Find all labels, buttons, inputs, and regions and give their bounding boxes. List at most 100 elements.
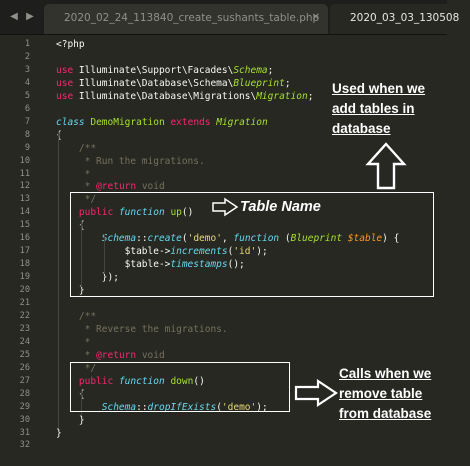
line-number: 18	[19, 259, 30, 270]
tab-label: 2020_02_24_113840_create_sushants_table.…	[64, 12, 320, 24]
code-text[interactable]: * @return void	[78, 181, 165, 193]
code-text[interactable]: use Illuminate\Database\Migrations\Migra…	[56, 90, 314, 102]
line-number: 20	[19, 285, 30, 296]
code-text[interactable]: * @return void	[78, 349, 165, 361]
code-line[interactable]: 29 Schema::dropIfExists('demo');	[0, 401, 447, 414]
tab-demo-migration[interactable]: 2020_03_03_130508	[330, 4, 470, 34]
indent-guide	[81, 390, 82, 415]
code-line[interactable]: 4 use Illuminate\Database\Schema\Blueprin…	[0, 77, 447, 90]
indent-guide	[58, 131, 59, 428]
table-name-arrow-icon	[212, 197, 239, 217]
code-line[interactable]: 14 public function up()	[0, 206, 447, 219]
code-text[interactable]: Schema::dropIfExists('demo');	[101, 401, 268, 413]
code-line[interactable]: 3 use Illuminate\Support\Facades\Schema;	[0, 64, 447, 77]
line-number: 7	[24, 116, 30, 127]
up-method-highlight-box	[70, 192, 434, 297]
code-text[interactable]: class DemoMigration extends Migration	[56, 116, 268, 128]
code-line[interactable]: 5 use Illuminate\Database\Migrations\Migr…	[0, 90, 447, 103]
line-number: 6	[24, 103, 30, 114]
code-text[interactable]: *	[78, 168, 91, 180]
code-line[interactable]: 27 public function down()	[0, 375, 447, 388]
code-line[interactable]: 19 });	[0, 271, 447, 284]
code-text[interactable]: * Run the migrations.	[78, 155, 205, 167]
line-number: 17	[19, 246, 30, 257]
tab-navigation: ◀ ▶	[0, 0, 40, 34]
code-text[interactable]: use Illuminate\Support\Facades\Schema;	[56, 64, 274, 76]
line-number: 5	[24, 90, 30, 101]
code-text[interactable]: });	[56, 272, 119, 284]
indent-guide	[81, 221, 82, 287]
code-text[interactable]: }	[56, 427, 62, 439]
line-number: 13	[19, 194, 30, 205]
code-line[interactable]: 18 $table->timestamps();	[0, 258, 447, 271]
annotation-table-name: Table Name	[240, 199, 321, 215]
code-line[interactable]: 26 */	[0, 362, 447, 375]
line-number: 2	[24, 51, 30, 62]
code-line[interactable]: 23 * Reverse the migrations.	[0, 323, 447, 336]
line-number: 30	[19, 414, 30, 425]
line-number: 28	[19, 388, 30, 399]
code-line[interactable]: 7 class DemoMigration extends Migration	[0, 116, 447, 129]
line-number: 14	[19, 207, 30, 218]
indent-guide	[104, 234, 105, 274]
code-line[interactable]: 10 * Run the migrations.	[0, 155, 447, 168]
code-text[interactable]: /**	[78, 310, 97, 322]
line-number: 15	[19, 220, 30, 231]
code-line[interactable]: 2	[0, 51, 447, 64]
code-line[interactable]: 32	[0, 439, 447, 452]
tab-next-icon[interactable]: ▶	[26, 11, 34, 22]
line-number: 12	[19, 181, 30, 192]
line-number: 8	[24, 129, 30, 140]
code-line[interactable]: 6	[0, 103, 447, 116]
code-line[interactable]: 30 }	[0, 414, 447, 427]
code-text[interactable]: public function down()	[78, 375, 205, 387]
code-line[interactable]: 31}	[0, 427, 447, 440]
code-line[interactable]: 13 */	[0, 193, 447, 206]
code-text[interactable]: /**	[78, 142, 97, 154]
close-icon[interactable]: ✕	[311, 12, 320, 23]
code-line[interactable]: 17 $table->increments('id');	[0, 245, 447, 258]
tab-bar: ◀ ▶ 2020_02_24_113840_create_sushants_ta…	[0, 0, 470, 35]
line-number: 9	[24, 142, 30, 153]
code-text[interactable]: public function up()	[78, 207, 194, 219]
code-line[interactable]: 11 *	[0, 168, 447, 181]
code-text[interactable]: $table->increments('id');	[56, 246, 268, 258]
code-text[interactable]: */	[78, 362, 97, 374]
line-number: 23	[19, 323, 30, 334]
code-text[interactable]: */	[78, 194, 97, 206]
line-number: 32	[19, 440, 30, 451]
line-number: 16	[19, 233, 30, 244]
line-number: 11	[19, 168, 30, 179]
annotation-calls-when: Calls when we remove table from database	[339, 366, 432, 421]
right-arrow-icon	[294, 378, 338, 408]
code-line[interactable]: 22 /**	[0, 310, 447, 323]
code-line[interactable]: 16 Schema::create('demo', function (Blue…	[0, 232, 447, 245]
line-number: 31	[19, 427, 30, 438]
line-number: 22	[19, 310, 30, 321]
line-number: 25	[19, 349, 30, 360]
code-text[interactable]: * Reverse the migrations.	[78, 323, 228, 335]
code-text[interactable]: <?php	[56, 39, 85, 50]
code-line[interactable]: 24 *	[0, 336, 447, 349]
tab-prev-icon[interactable]: ◀	[10, 11, 18, 22]
code-text[interactable]: }	[56, 414, 85, 426]
code-text[interactable]: }	[56, 285, 85, 297]
code-line[interactable]: 1<?php	[0, 38, 447, 51]
code-text[interactable]: use Illuminate\Database\Schema\Blueprint…	[56, 77, 291, 89]
line-number: 10	[19, 155, 30, 166]
code-line[interactable]: 9 /**	[0, 142, 447, 155]
code-line[interactable]: 20 }	[0, 284, 447, 297]
tab-create-sushants-table[interactable]: 2020_02_24_113840_create_sushants_table.…	[44, 4, 328, 34]
line-number: 19	[19, 272, 30, 283]
code-line[interactable]: 12 * @return void	[0, 180, 447, 193]
code-text[interactable]: $table->timestamps();	[56, 259, 245, 271]
line-number: 4	[24, 77, 30, 88]
down-method-highlight-box	[70, 362, 290, 412]
code-text[interactable]: Schema::create('demo', function (Bluepri…	[101, 233, 400, 245]
code-line[interactable]: 25 * @return void	[0, 349, 447, 362]
line-number: 3	[24, 64, 30, 75]
code-line[interactable]: 21	[0, 297, 447, 310]
code-text[interactable]: *	[78, 336, 91, 348]
